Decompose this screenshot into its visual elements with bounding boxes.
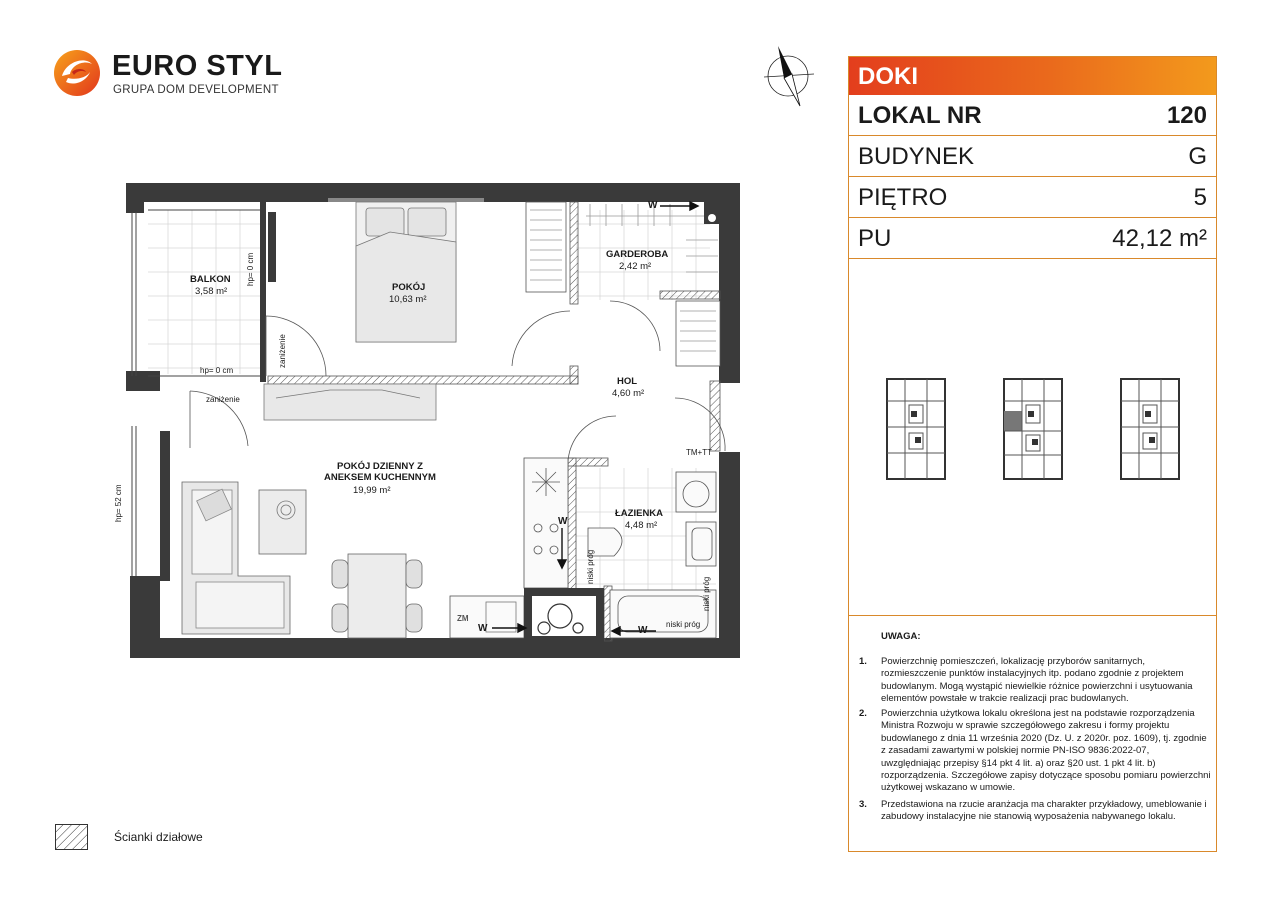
annotation-w-vertical: W	[558, 516, 568, 527]
info-row-building: BUDYNEK G	[849, 136, 1216, 177]
investment-name: DOKI	[858, 63, 918, 90]
room-name-living-room: POKÓJ DZIENNY Z ANEKSEM KUCHENNYM	[324, 461, 436, 484]
info-key-unit-number: LOKAL NR	[858, 102, 982, 129]
annotation-lowering-horizontal: zaniżenie	[206, 395, 240, 404]
north-arrow-icon	[763, 46, 815, 107]
info-value-usable-area: 42,12 m²	[1112, 225, 1207, 252]
info-key-floor: PIĘTRO	[858, 184, 948, 211]
room-area-bedroom: 10,63 m²	[389, 294, 427, 305]
annotation-tm-tt: TM+TT	[686, 448, 712, 457]
annotation-threshold-1: niski próg	[586, 549, 595, 584]
room-name-balcony: BALKON	[190, 274, 231, 285]
notes-title: UWAGA:	[881, 631, 921, 642]
info-key-building: BUDYNEK	[858, 143, 975, 170]
info-value-floor: 5	[1193, 184, 1207, 211]
annotation-w-kitchen: W	[478, 623, 488, 634]
room-name-bathroom: ŁAZIENKA	[615, 508, 664, 519]
building-floor-thumbnail-1	[886, 378, 946, 480]
room-name-bedroom: POKÓJ	[392, 282, 426, 293]
room-area-hall: 4,60 m²	[612, 388, 645, 399]
room-area-wardrobe: 2,42 m²	[619, 261, 652, 272]
room-area-balcony: 3,58 m²	[195, 286, 228, 297]
building-floor-thumbnail-2	[1003, 378, 1063, 480]
info-row-usable-area: PU 42,12 m²	[849, 218, 1216, 259]
info-row-unit-number: LOKAL NR 120	[849, 95, 1216, 136]
brand-logo: EURO STYL GRUPA DOM DEVELOPMENT	[52, 48, 292, 104]
investment-header: DOKI	[849, 57, 1216, 95]
room-name-hall: HOL	[617, 376, 638, 387]
building-floor-thumbnail-3	[1120, 378, 1180, 480]
legend-label: Ścianki działowe	[114, 830, 203, 844]
note-3: 3. Przedstawiona na rzucie aranżacja ma …	[859, 799, 1209, 839]
note-1-text: Powierzchnię pomieszczeń, lokalizację pr…	[881, 656, 1193, 705]
note-3-number: 3.	[859, 799, 867, 810]
note-3-text: Przedstawiona na rzucie aranżacja ma cha…	[881, 799, 1207, 823]
info-value-building: G	[1188, 143, 1207, 170]
room-name-wardrobe: GARDEROBA	[606, 249, 669, 260]
annotation-threshold-2: niski próg	[666, 620, 701, 629]
note-1-number: 1.	[859, 656, 867, 667]
info-key-usable-area: PU	[858, 225, 892, 252]
panel-divider	[849, 615, 1216, 616]
brand-name: EURO STYL	[112, 50, 283, 82]
note-1: 1. Powierzchnię pomieszczeń, lokalizację…	[859, 656, 1209, 708]
apartment-info-panel: DOKI LOKAL NR 120 BUDYNEK G PIĘTRO 5 PU …	[848, 56, 1217, 852]
note-2-number: 2.	[859, 708, 867, 719]
info-row-floor: PIĘTRO 5	[849, 177, 1216, 218]
annotation-hp52: hp= 52 cm	[114, 484, 123, 522]
note-2: 2. Powierzchnia użytkowa lokalu określon…	[859, 708, 1211, 796]
annotation-w-wardrobe: W	[648, 200, 658, 211]
room-area-bathroom: 4,48 m²	[625, 520, 658, 531]
hatch-pattern-icon	[55, 824, 88, 850]
annotation-hp0-horizontal: hp= 0 cm	[200, 366, 234, 375]
annotation-threshold-3: niski próg	[702, 576, 711, 611]
floor-plan-drawing	[126, 183, 740, 658]
room-area-living-room: 19,99 m²	[353, 485, 391, 496]
brand-tagline: GRUPA DOM DEVELOPMENT	[113, 84, 279, 96]
floor-plan: BALKON 3,58 m² POKÓJ 10,63 m² GARDEROBA …	[114, 176, 750, 666]
note-2-text: Powierzchnia użytkowa lokalu określona j…	[881, 708, 1211, 794]
info-value-unit-number: 120	[1166, 102, 1207, 129]
euro-styl-logo-icon	[54, 50, 100, 96]
annotation-zm: ZM	[457, 614, 469, 623]
annotation-w-bathroom: W	[638, 625, 648, 636]
annotation-hp0-vertical: hp= 0 cm	[246, 252, 255, 286]
annotation-lowering-vertical: zaniżenie	[278, 334, 287, 368]
